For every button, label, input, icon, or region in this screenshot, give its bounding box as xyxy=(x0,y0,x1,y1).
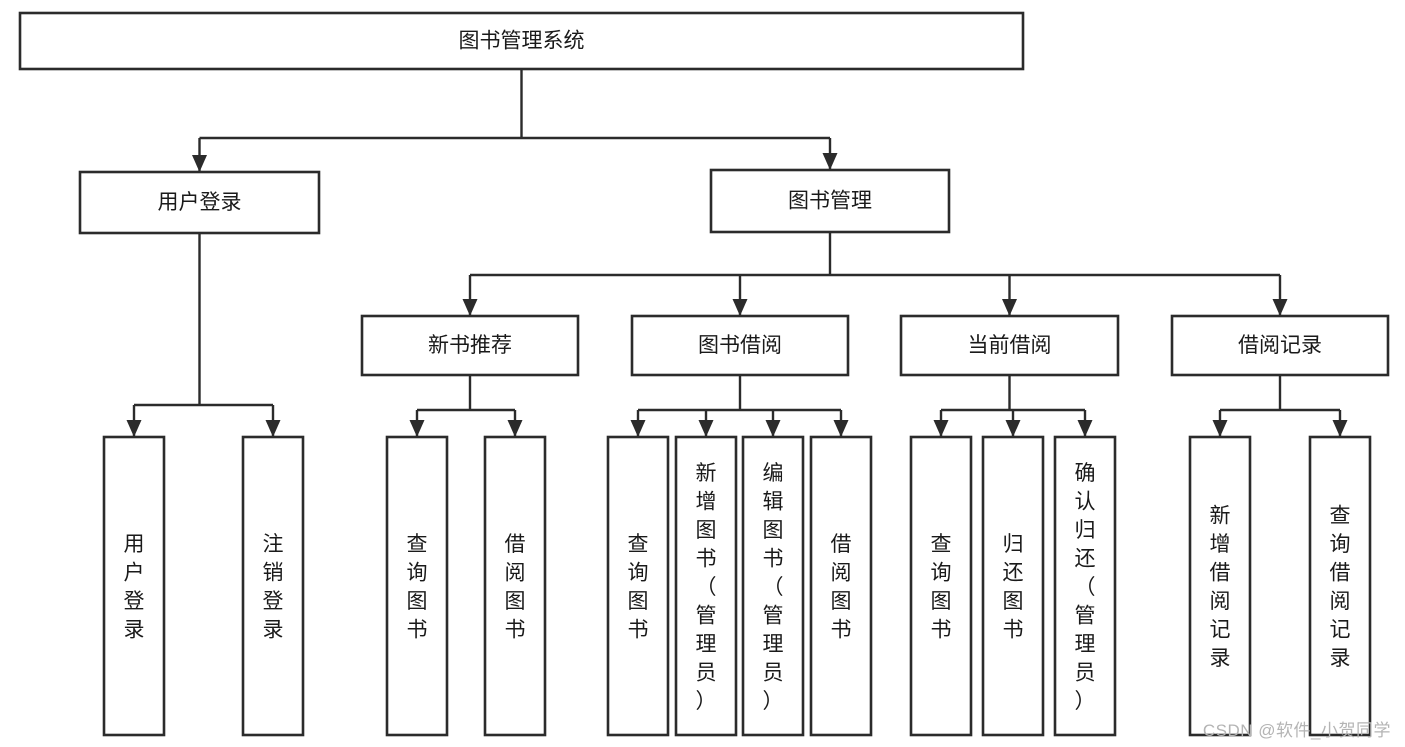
node-leaf-borrow-book-br[interactable]: 借阅图书 xyxy=(809,435,873,737)
node-leaf-return-book[interactable]: 归还图书 xyxy=(981,435,1045,737)
arrow-head-icon-leaf-query-record xyxy=(1332,420,1348,437)
node-label-leaf-user-login: 用户登录 xyxy=(124,533,145,642)
connector-layer xyxy=(126,69,1348,437)
arrow-head-icon-leaf-edit-book xyxy=(765,420,781,437)
arrow-head-icon-leaf-query-book-rec xyxy=(409,420,425,437)
node-label-book-manage: 图书管理 xyxy=(788,190,872,213)
node-leaf-query-record[interactable]: 查询借阅记录 xyxy=(1308,435,1372,737)
arrow-head-icon-leaf-borrow-book-br xyxy=(833,420,849,437)
arrow-head-icon-user-login xyxy=(192,155,207,172)
node-label-leaf-return-book: 归还图书 xyxy=(1003,533,1024,642)
node-leaf-borrow-book-rec[interactable]: 借阅图书 xyxy=(483,435,547,737)
node-leaf-user-login[interactable]: 用户登录 xyxy=(102,435,166,737)
node-box-leaf-borrow-book-rec xyxy=(483,435,547,737)
node-box-new-book-recommend xyxy=(360,314,580,377)
node-book-borrow[interactable]: 图书借阅 xyxy=(630,314,850,377)
node-label-leaf-query-record: 查询借阅记录 xyxy=(1330,505,1351,671)
node-current-borrow[interactable]: 当前借阅 xyxy=(899,314,1120,377)
arrow-head-icon-leaf-logout xyxy=(265,420,281,437)
node-box-leaf-edit-book xyxy=(741,435,805,737)
node-box-current-borrow xyxy=(899,314,1120,377)
arrow-head-icon-book-manage xyxy=(822,153,838,170)
node-box-root xyxy=(18,11,1025,71)
arrow-head-icon-leaf-add-book xyxy=(698,420,714,437)
arrow-head-icon-book-borrow xyxy=(732,299,748,316)
node-box-leaf-add-book xyxy=(674,435,738,737)
node-label-book-borrow: 图书借阅 xyxy=(698,334,782,357)
arrow-head-icon-new-book-recommend xyxy=(462,299,478,316)
node-label-leaf-logout: 注销登录 xyxy=(263,533,284,642)
node-box-book-manage xyxy=(709,168,951,234)
node-label-leaf-add-book: 新增图书（管理员） xyxy=(696,462,717,713)
arrow-head-icon-current-borrow xyxy=(1002,299,1017,316)
arrow-head-icon-leaf-return-book xyxy=(1005,420,1021,437)
node-label-leaf-query-book-rec: 查询图书 xyxy=(407,533,428,642)
node-label-new-book-recommend: 新书推荐 xyxy=(428,334,512,357)
node-leaf-query-book-rec[interactable]: 查询图书 xyxy=(385,435,449,737)
arrow-head-icon-borrow-record xyxy=(1272,299,1288,316)
node-label-leaf-borrow-book-br: 借阅图书 xyxy=(831,533,852,642)
node-box-leaf-borrow-book-br xyxy=(809,435,873,737)
arrow-head-icon-leaf-confirm-return xyxy=(1077,420,1093,437)
arrow-head-icon-leaf-add-record xyxy=(1212,420,1228,437)
node-box-leaf-query-book-cb xyxy=(909,435,973,737)
arrow-head-icon-leaf-query-book-cb xyxy=(933,420,949,437)
node-leaf-query-book-br[interactable]: 查询图书 xyxy=(606,435,670,737)
node-layer: 图书管理系统用户登录图书管理新书推荐图书借阅当前借阅借阅记录用户登录注销登录查询… xyxy=(18,11,1390,737)
node-leaf-confirm-return[interactable]: 确认归还（管理员） xyxy=(1053,435,1117,737)
node-box-leaf-query-book-br xyxy=(606,435,670,737)
node-box-book-borrow xyxy=(630,314,850,377)
node-label-leaf-add-record: 新增借阅记录 xyxy=(1210,505,1231,671)
arrow-head-icon-leaf-user-login xyxy=(126,420,142,437)
node-label-leaf-query-book-cb: 查询图书 xyxy=(931,533,952,642)
node-new-book-recommend[interactable]: 新书推荐 xyxy=(360,314,580,377)
node-leaf-add-record[interactable]: 新增借阅记录 xyxy=(1188,435,1252,737)
node-label-leaf-confirm-return: 确认归还（管理员） xyxy=(1075,462,1096,713)
node-book-manage[interactable]: 图书管理 xyxy=(709,168,951,234)
node-box-leaf-query-book-rec xyxy=(385,435,449,737)
arrow-head-icon-leaf-query-book-br xyxy=(630,420,646,437)
node-box-borrow-record xyxy=(1170,314,1390,377)
node-leaf-edit-book[interactable]: 编辑图书（管理员） xyxy=(741,435,805,737)
node-user-login[interactable]: 用户登录 xyxy=(78,170,321,235)
node-label-root: 图书管理系统 xyxy=(459,30,585,53)
arrow-head-icon-leaf-borrow-book-rec xyxy=(507,420,523,437)
node-label-leaf-edit-book: 编辑图书（管理员） xyxy=(763,462,784,713)
node-box-leaf-user-login xyxy=(102,435,166,737)
node-label-leaf-borrow-book-rec: 借阅图书 xyxy=(505,533,526,642)
node-box-leaf-confirm-return xyxy=(1053,435,1117,737)
node-leaf-logout[interactable]: 注销登录 xyxy=(241,435,305,737)
node-label-leaf-query-book-br: 查询图书 xyxy=(628,533,649,642)
node-borrow-record[interactable]: 借阅记录 xyxy=(1170,314,1390,377)
node-leaf-add-book[interactable]: 新增图书（管理员） xyxy=(674,435,738,737)
node-label-user-login: 用户登录 xyxy=(158,191,242,214)
node-box-leaf-return-book xyxy=(981,435,1045,737)
node-box-leaf-add-record xyxy=(1188,435,1252,737)
node-leaf-query-book-cb[interactable]: 查询图书 xyxy=(909,435,973,737)
node-box-user-login xyxy=(78,170,321,235)
node-label-current-borrow: 当前借阅 xyxy=(968,334,1052,357)
node-box-leaf-logout xyxy=(241,435,305,737)
node-label-borrow-record: 借阅记录 xyxy=(1238,334,1322,357)
node-box-leaf-query-record xyxy=(1308,435,1372,737)
node-root[interactable]: 图书管理系统 xyxy=(18,11,1025,71)
